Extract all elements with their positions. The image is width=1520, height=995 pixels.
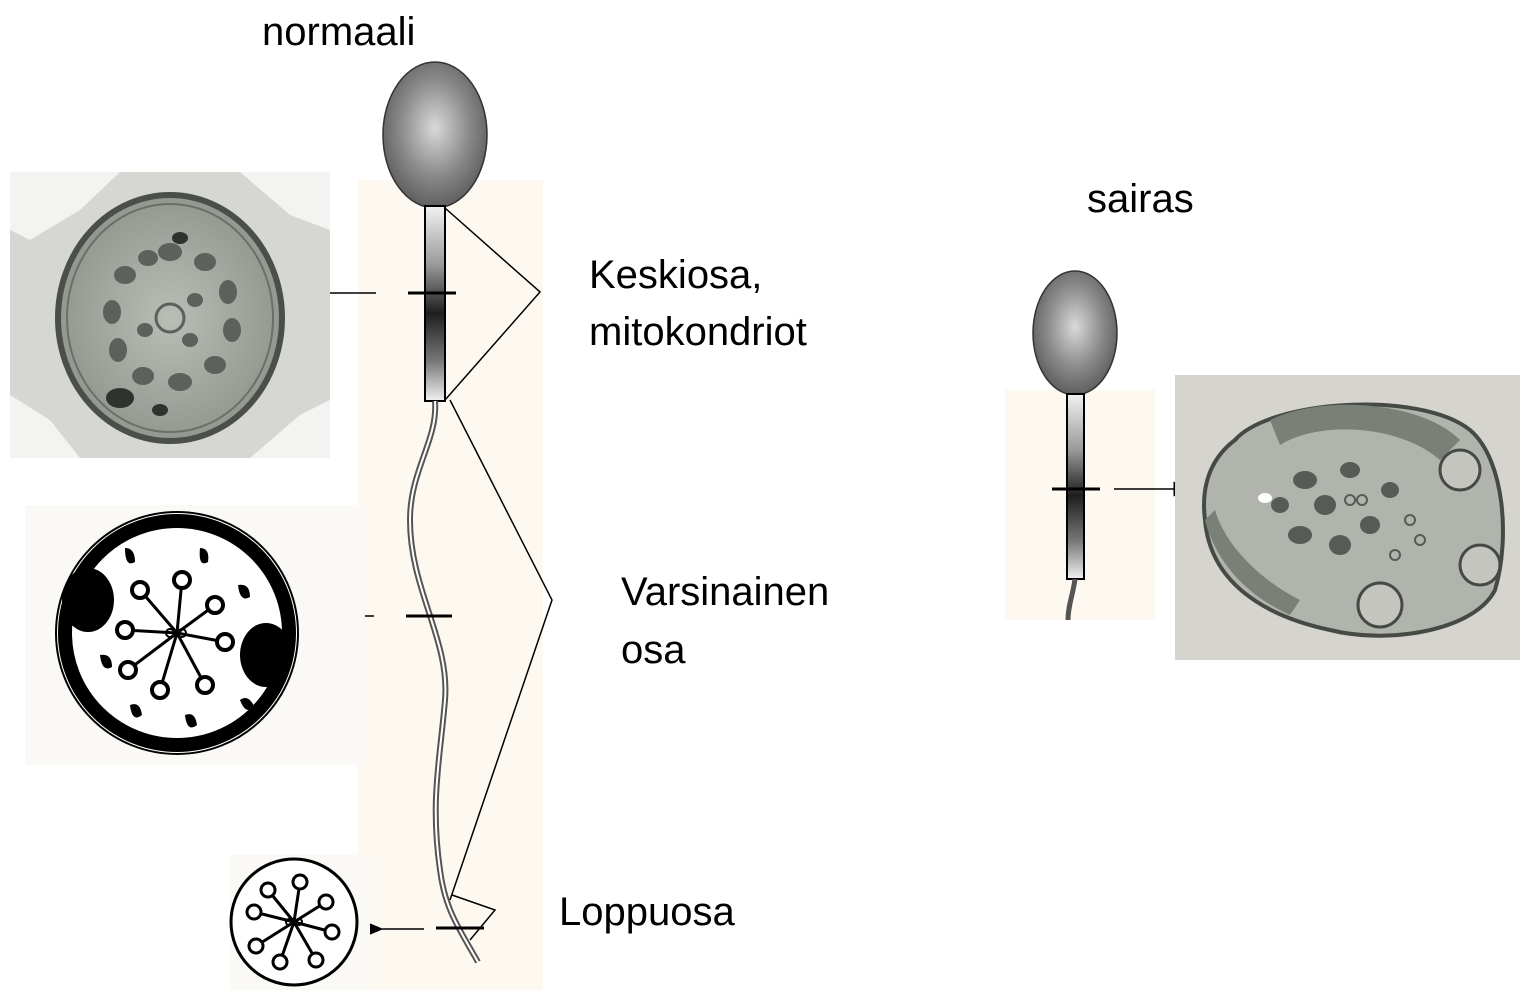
endpiece-schematic (230, 855, 370, 990)
normal-sperm-midpiece (425, 206, 445, 401)
normal-sperm-head (383, 62, 487, 208)
label-midpiece-line2: mitokondriot (589, 310, 807, 354)
label-endpiece: Loppuosa (559, 890, 735, 934)
diseased-midpiece-em-image (1175, 375, 1520, 660)
principal-piece-schematic (25, 505, 365, 765)
label-midpiece-line1: Keskiosa, (589, 253, 762, 297)
label-principal-line2: osa (621, 628, 686, 672)
label-diseased: sairas (1087, 177, 1194, 221)
label-principal-line1: Varsinainen (621, 570, 829, 614)
normal-midpiece-em-image (10, 172, 330, 458)
diseased-sperm-head (1033, 271, 1117, 395)
label-normal: normaali (262, 10, 415, 54)
diseased-sperm-midpiece (1067, 394, 1084, 579)
background-shade-left (358, 180, 543, 990)
